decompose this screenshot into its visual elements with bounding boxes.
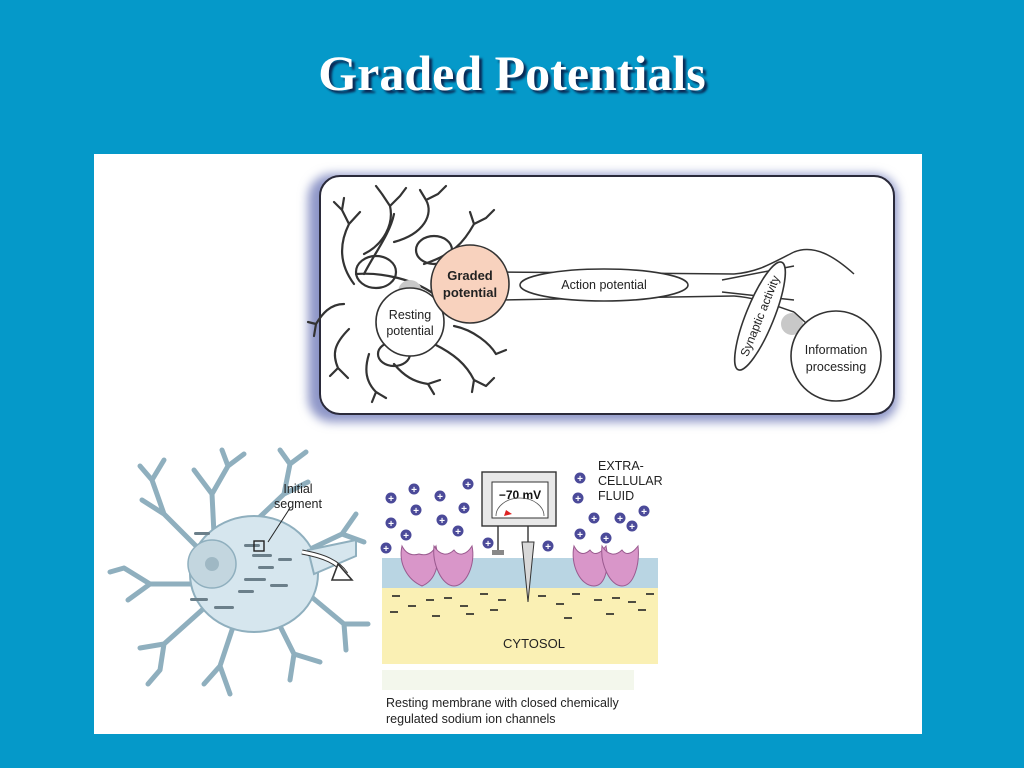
extracellular-label-1: EXTRA- [598,459,644,473]
voltmeter-needle [504,510,512,516]
svg-text:+: + [383,544,389,555]
slide-title: Graded Potentials [318,45,706,101]
recording-probe [521,541,535,603]
negative-charges [390,593,654,619]
extracellular-label-2: CELLULAR [598,474,663,488]
neuron-illustration: Initial segment [107,447,371,697]
caption-band [382,670,634,690]
resting-potential-label-2: potential [386,324,433,338]
cytosol-region [382,584,658,664]
cytosol-label: CYTOSOL [503,636,565,651]
target-nucleus [781,313,803,335]
graded-potential-circle [430,244,510,324]
svg-text:+: + [455,527,461,538]
svg-text:+: + [577,530,583,541]
svg-text:+: + [617,514,623,525]
action-potential-ellipse [519,268,689,302]
graded-potential-label-2: potential [443,285,497,300]
initial-segment-label-2: segment [274,497,322,511]
svg-text:+: + [603,534,609,545]
svg-text:+: + [485,539,491,550]
caption-line-2: regulated sodium ion channels [386,712,556,726]
figure-svg: Resting potential Graded potential Actio… [107,174,898,726]
initial-segment-label-1: Initial [283,482,312,496]
graded-potential-label-1: Graded [447,268,493,283]
channel-2 [433,544,474,587]
svg-text:+: + [465,480,471,491]
svg-text:+: + [577,474,583,485]
resting-potential-circle [375,287,445,357]
nissl-bodies [190,532,292,609]
svg-text:+: + [439,516,445,527]
synaptic-activity-ellipse [733,261,787,371]
voltmeter-reading: −70 mV [499,488,541,502]
positive-ions: + + + + + + + + + + + + + + + + + + + + … [380,472,650,555]
channel-3 [572,544,608,587]
membrane-illustration: −70 mV + + + + + + + + + + + + + + + + +… [380,459,663,726]
information-processing-label-2: processing [806,360,866,374]
extracellular-label-3: FLUID [598,489,634,503]
svg-text:+: + [388,519,394,530]
svg-text:+: + [545,542,551,553]
svg-text:+: + [388,494,394,505]
zoom-arrow-head [330,562,354,581]
channel-1 [400,544,438,587]
reference-electrode [492,550,504,555]
channel-4 [601,544,639,587]
svg-text:+: + [461,504,467,515]
svg-text:+: + [575,494,581,505]
information-processing-circle [790,310,882,402]
initial-segment-marker [253,540,265,552]
figure-panel: Resting potential Graded potential Actio… [94,154,922,734]
svg-text:+: + [641,507,647,518]
axon-hillock [306,538,357,576]
initial-segment-leader [267,507,291,543]
voltmeter-screen [491,481,549,519]
caption-line-1: Resting membrane with closed chemically [386,696,619,710]
neuron-dendrites [107,447,371,697]
svg-text:+: + [629,522,635,533]
svg-text:+: + [413,506,419,517]
resting-potential-label-1: Resting [389,308,431,322]
information-processing-label-1: Information [805,343,868,357]
sodium-channels [400,544,639,587]
voltmeter-dial [495,497,545,517]
top-diagram: Resting potential Graded potential Actio… [306,174,898,422]
svg-text:+: + [591,514,597,525]
svg-text:+: + [411,485,417,496]
action-potential-label: Action potential [561,278,646,292]
svg-text:+: + [437,492,443,503]
svg-text:+: + [403,531,409,542]
neuron-nucleolus [205,557,219,571]
